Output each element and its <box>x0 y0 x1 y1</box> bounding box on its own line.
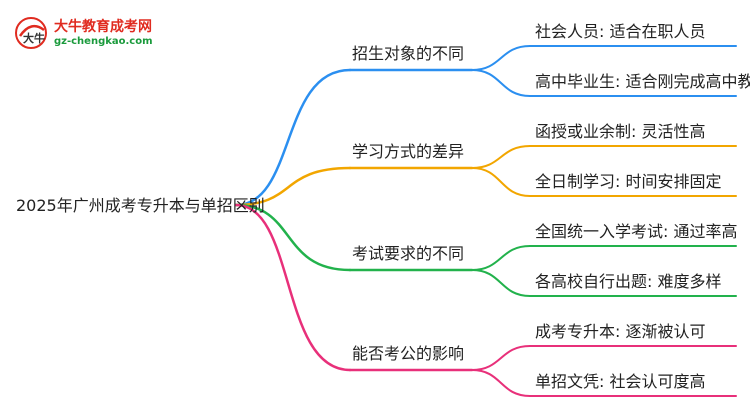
leaf-edge-2-1 <box>471 145 531 169</box>
branch-label-2: 学习方式的差异 <box>352 142 465 161</box>
leaf-edge-3-1 <box>471 245 531 271</box>
branch-label-4: 能否考公的影响 <box>352 344 465 363</box>
logo-url: gz-chengkao.com <box>54 36 153 47</box>
leaf-edge-3-2 <box>471 269 531 297</box>
root-edge-2 <box>234 166 352 207</box>
logo-mark-icon: 大牛 <box>15 17 47 49</box>
leaf-2-1: 函授或业余制: 灵活性高 <box>535 122 706 141</box>
root-edge-4 <box>234 203 352 372</box>
leaf-3-1: 全国统一入学考试: 通过率高 <box>535 222 738 241</box>
leaf-edge-1-2 <box>471 69 531 97</box>
root-topic: 2025年广州成考专升本与单招区别 <box>16 196 265 215</box>
branch-label-1: 招生对象的不同 <box>352 44 465 63</box>
leaf-edge-1-1 <box>471 45 531 71</box>
leaf-edge-2-2 <box>471 167 531 197</box>
leaf-3-2: 各高校自行出题: 难度多样 <box>535 272 722 291</box>
leaf-1-1: 社会人员: 适合在职人员 <box>535 22 706 41</box>
root-edge-3 <box>234 203 352 272</box>
leaf-4-1: 成考专升本: 逐渐被认可 <box>535 322 706 341</box>
root-edge-1 <box>234 68 352 207</box>
leaf-2-2: 全日制学习: 时间安排固定 <box>535 172 722 191</box>
logo-mark-text: 大牛 <box>23 31 45 45</box>
leaf-edge-4-2 <box>471 369 531 397</box>
branch-label-3: 考试要求的不同 <box>352 244 465 263</box>
leaf-edge-4-1 <box>471 345 531 371</box>
leaf-1-2: 高中毕业生: 适合刚完成高中教育 <box>535 72 750 91</box>
leaf-4-2: 单招文凭: 社会认可度高 <box>535 372 706 391</box>
logo-title: 大牛教育成考网 <box>54 19 152 35</box>
site-logo[interactable]: 大牛 大牛教育成考网 gz-chengkao.com <box>14 12 174 54</box>
